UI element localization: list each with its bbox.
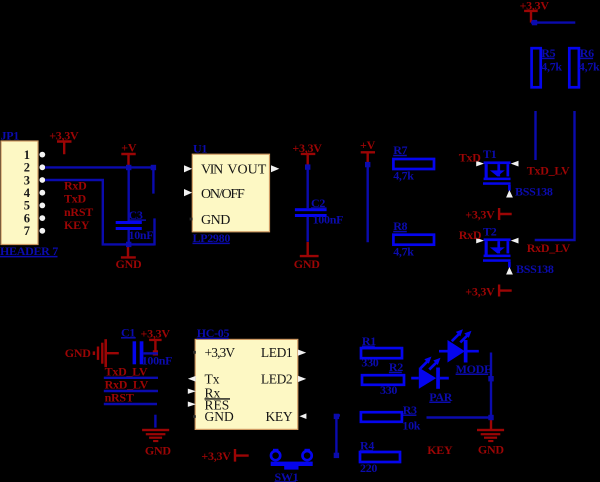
svg-text:RES: RES	[205, 398, 230, 413]
svg-text:LED2: LED2	[261, 371, 292, 386]
svg-text:KEY: KEY	[427, 443, 453, 457]
svg-text:+3,3V: +3,3V	[520, 0, 550, 12]
svg-text:5: 5	[24, 199, 30, 213]
svg-text:KEY: KEY	[64, 218, 90, 232]
svg-text:220: 220	[360, 461, 377, 475]
svg-text:Rx: Rx	[205, 386, 221, 401]
svg-text:T2: T2	[483, 224, 497, 238]
svg-text:TxD_LV: TxD_LV	[105, 365, 148, 379]
svg-text:JP1: JP1	[1, 128, 20, 142]
svg-text:GND: GND	[205, 409, 234, 424]
svg-text:+3,3V: +3,3V	[205, 345, 236, 360]
svg-text:LED1: LED1	[261, 345, 292, 360]
svg-text:T1: T1	[483, 147, 497, 161]
svg-text:GND: GND	[65, 346, 92, 360]
svg-text:HEADER 7: HEADER 7	[0, 244, 58, 258]
svg-text:PAR: PAR	[429, 390, 453, 404]
svg-text:nRST: nRST	[64, 205, 93, 219]
svg-text:C2: C2	[311, 196, 325, 210]
svg-text:330: 330	[361, 355, 378, 369]
svg-text:+3,3V: +3,3V	[49, 129, 79, 143]
svg-text:R4: R4	[360, 439, 374, 453]
svg-text:10k: 10k	[402, 419, 420, 433]
svg-text:+3,3V: +3,3V	[465, 285, 495, 299]
svg-text:R3: R3	[403, 403, 417, 417]
svg-text:RxD_LV: RxD_LV	[527, 241, 571, 255]
svg-text:RxD: RxD	[459, 228, 482, 242]
svg-text:VIN: VIN	[201, 163, 223, 178]
svg-text:VOUT: VOUT	[227, 163, 266, 178]
svg-text:+V: +V	[121, 140, 137, 154]
svg-text:4,7k: 4,7k	[393, 245, 414, 259]
svg-text:6: 6	[24, 211, 30, 225]
svg-text:4,7k: 4,7k	[393, 169, 414, 183]
svg-text:C3: C3	[129, 208, 143, 222]
svg-text:R7: R7	[393, 143, 407, 157]
svg-text:U1: U1	[193, 141, 207, 155]
svg-text:+3,3V: +3,3V	[201, 449, 231, 463]
svg-text:3: 3	[24, 173, 30, 187]
svg-text:TxD: TxD	[459, 150, 482, 164]
svg-text:4,7k: 4,7k	[579, 60, 600, 74]
svg-text:GND: GND	[116, 257, 143, 271]
svg-text:GND: GND	[201, 213, 230, 228]
svg-text:MODE: MODE	[456, 362, 492, 376]
svg-text:Tx: Tx	[205, 371, 220, 386]
svg-text:4,7k: 4,7k	[541, 60, 562, 74]
svg-text:+3,3V: +3,3V	[465, 208, 495, 222]
svg-text:R2: R2	[389, 360, 403, 374]
svg-text:100nF: 100nF	[313, 213, 344, 227]
svg-text:R8: R8	[393, 219, 407, 233]
svg-text:+V: +V	[360, 138, 376, 152]
svg-text:1: 1	[24, 148, 30, 162]
svg-text:R1: R1	[362, 334, 376, 348]
svg-text:KEY: KEY	[265, 409, 292, 424]
svg-text:ON/OFF: ON/OFF	[201, 187, 245, 202]
svg-text:HC-05: HC-05	[197, 326, 230, 340]
svg-text:100nF: 100nF	[142, 354, 173, 368]
svg-text:TxD: TxD	[64, 192, 87, 206]
svg-text:10nF: 10nF	[129, 228, 154, 242]
svg-text:BSS138: BSS138	[515, 185, 553, 199]
svg-text:330: 330	[380, 383, 397, 397]
svg-text:R6: R6	[580, 46, 594, 60]
svg-text:nRST: nRST	[105, 391, 134, 405]
svg-text:+3,3V: +3,3V	[292, 141, 322, 155]
svg-text:2: 2	[24, 161, 30, 175]
svg-text:RxD: RxD	[64, 179, 87, 193]
svg-text:RxD_LV: RxD_LV	[105, 378, 149, 392]
svg-text:+3,3V: +3,3V	[141, 327, 171, 341]
svg-text:LP2980: LP2980	[193, 231, 231, 245]
svg-text:TxD_LV: TxD_LV	[527, 164, 570, 178]
svg-text:SW1: SW1	[275, 470, 299, 482]
svg-text:BSS138: BSS138	[516, 262, 554, 276]
svg-text:R5: R5	[541, 46, 555, 60]
svg-text:GND: GND	[294, 257, 321, 271]
svg-text:4: 4	[24, 186, 31, 200]
svg-text:GND: GND	[478, 443, 505, 457]
svg-text:GND: GND	[145, 444, 172, 458]
svg-text:C1: C1	[121, 325, 135, 339]
svg-text:7: 7	[24, 224, 30, 238]
